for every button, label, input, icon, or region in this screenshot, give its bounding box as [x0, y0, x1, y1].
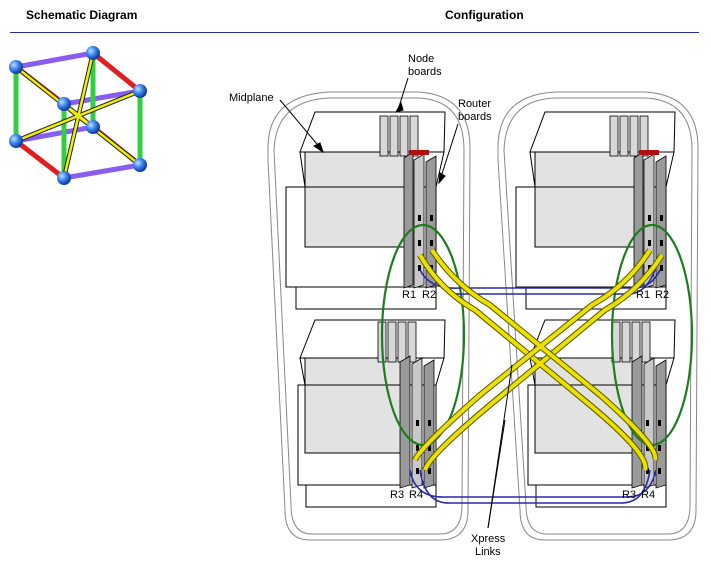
cube-diagonal — [15, 89, 141, 143]
r2-right-label: R2 — [655, 289, 669, 301]
right-rack — [497, 91, 699, 541]
rack-outlines — [267, 91, 699, 541]
r2-left-label: R2 — [422, 289, 436, 301]
yellow-cable-a — [418, 254, 648, 471]
router-boards-label-1: Router — [458, 98, 491, 110]
midplane-panel — [534, 151, 636, 248]
r3-left-label: R3 — [390, 489, 404, 501]
r4-left-label: R4 — [409, 489, 423, 501]
header-divider — [10, 32, 699, 33]
router-boards-label-2: boards — [458, 111, 492, 123]
node-boards-label-2: boards — [408, 66, 442, 78]
left-rack — [267, 91, 471, 541]
cube-node — [57, 171, 71, 185]
cube-edge — [63, 162, 141, 181]
r1-left-label: R1 — [402, 289, 416, 301]
midplane-label: Midplane — [229, 92, 274, 104]
configuration-header: Configuration — [445, 8, 524, 22]
schematic-diagram-header: Schematic Diagram — [26, 8, 138, 22]
cube-edge — [15, 50, 94, 70]
module-top-right — [515, 111, 676, 310]
cube-edge — [15, 124, 94, 144]
cube-node — [133, 158, 147, 172]
leader-lines — [279, 77, 513, 529]
cube-edge — [63, 88, 141, 107]
left-rack-inner — [273, 97, 465, 535]
cube-node — [57, 97, 71, 111]
cube-node — [133, 84, 147, 98]
r4-right-label: R4 — [641, 489, 655, 501]
xpress-links-label-1: Xpress — [471, 533, 506, 545]
midplane-panel — [304, 357, 406, 454]
cube-node — [9, 60, 23, 74]
cube-node — [9, 134, 23, 148]
cube-node — [86, 120, 100, 134]
cube-node — [86, 46, 100, 60]
node-boards-label-1: Node — [408, 53, 434, 65]
schematic-cube — [9, 46, 147, 185]
blue-cables — [409, 269, 661, 504]
right-rack-inner — [503, 97, 693, 535]
r1-right-label: R1 — [636, 289, 650, 301]
xpress-links-label-2: Links — [475, 546, 501, 558]
module-top-left — [285, 111, 446, 310]
yellow-cables — [412, 248, 665, 472]
cube-edge — [14, 139, 66, 180]
r3-right-label: R3 — [622, 489, 636, 501]
cube-edge — [91, 51, 142, 93]
midplane-panel — [304, 151, 406, 248]
yellow-cable-b — [423, 253, 664, 471]
module-bottom-left — [297, 319, 446, 508]
